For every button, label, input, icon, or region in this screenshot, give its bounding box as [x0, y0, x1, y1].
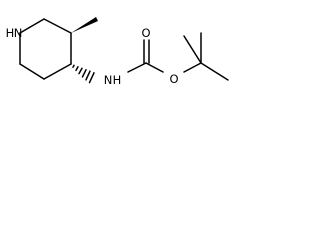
bond-ring-c5-c6	[19, 63, 45, 80]
ester-o-label: O	[169, 72, 178, 86]
wedge-bond-methyl	[71, 17, 98, 33]
bond-tbu-methyl-left	[183, 35, 202, 64]
ring-n-label: N	[14, 26, 23, 40]
bond-ring-c4-c5	[43, 63, 72, 80]
bond-ring-n-c2	[19, 18, 45, 34]
bond-ester-tbu	[183, 62, 202, 73]
amide-n-label: N	[104, 73, 113, 87]
bond-nh-carbonyl	[127, 62, 147, 73]
structure-diagram: H N N H O O	[6, 17, 229, 87]
bond-ring-c2-c3	[43, 18, 72, 34]
ring-n-h-label: H	[6, 26, 15, 40]
bond-tbu-methyl-right	[200, 62, 229, 81]
carbonyl-o-label: O	[141, 26, 150, 40]
hash-bond-c4-nh	[72, 64, 95, 84]
amide-n-h-label: H	[113, 73, 122, 87]
bond-carbonyl-ester	[145, 62, 164, 73]
